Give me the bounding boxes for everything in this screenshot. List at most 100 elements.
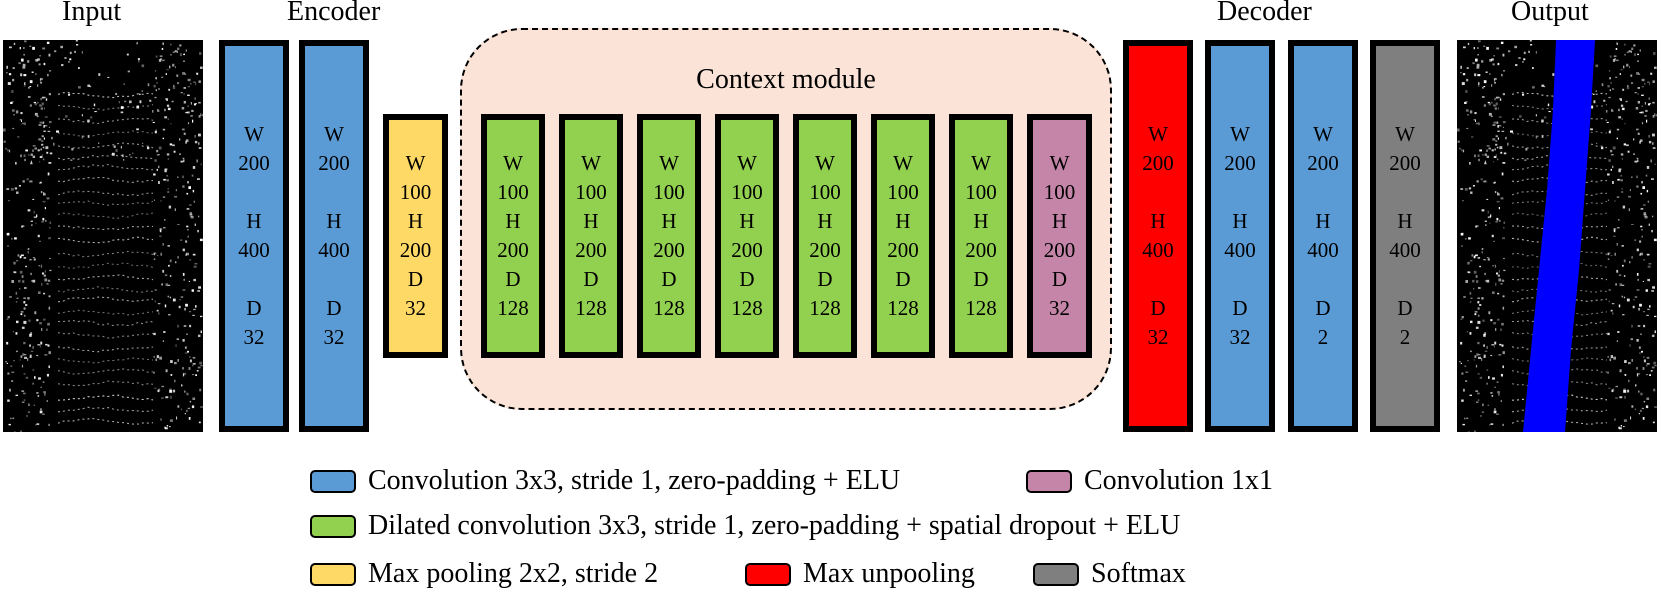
block-dim-text: W	[659, 151, 679, 175]
block-dim-text: D	[661, 267, 677, 291]
block-dim-text: 100	[809, 180, 841, 204]
block-dim-text: 100	[887, 180, 919, 204]
block-dim-text: 200	[809, 238, 841, 262]
block-dim-text: 128	[965, 296, 997, 320]
block-dim-text: D	[583, 267, 599, 291]
block-dim-text: 200	[1043, 238, 1076, 262]
block-dim-text: D	[1051, 267, 1068, 291]
output-label: Output	[1511, 0, 1589, 27]
block-dim-text: H	[583, 209, 599, 233]
block-dim-text: H	[1397, 209, 1413, 233]
block-dim-text: W	[737, 151, 757, 175]
block-dim-text: 200	[497, 238, 529, 262]
block-dim-text: 200	[1389, 151, 1421, 175]
block-dim-text: 200	[887, 238, 919, 262]
block-dim-text: 100	[497, 180, 529, 204]
encoder-label: Encoder	[287, 0, 381, 27]
block-dim-text: H	[407, 209, 424, 233]
block-dim-text: D	[973, 267, 989, 291]
block-dim-text: 100	[731, 180, 763, 204]
block-dim-text: 128	[497, 296, 529, 320]
block-dim-text: D	[1315, 296, 1331, 320]
input-label: Input	[62, 0, 122, 27]
block-dim-text: H	[1150, 209, 1166, 233]
block-dim-text: W	[1395, 122, 1415, 146]
block-dim-text: W	[815, 151, 835, 175]
block-dim-text: D	[895, 267, 911, 291]
context-module-title: Context module	[696, 64, 876, 95]
block-dim-text: 100	[965, 180, 997, 204]
block-dim-text: H	[246, 209, 262, 233]
input-image	[3, 40, 203, 432]
block-dim-text: 32	[243, 325, 265, 349]
block-dim-text: H	[326, 209, 342, 233]
block-dim-text: W	[503, 151, 523, 175]
block-dim-text: 400	[238, 238, 270, 262]
block-dim-text: 128	[887, 296, 919, 320]
block-dim-text: W	[1148, 122, 1168, 146]
legend-label-dilated: Dilated convolution 3x3, stride 1, zero-…	[368, 510, 1181, 541]
block-dim-text: 200	[318, 151, 350, 175]
block-dim-text: W	[1313, 122, 1333, 146]
block-dim-text: D	[505, 267, 521, 291]
block-dim-text: H	[661, 209, 677, 233]
legend-swatch-dilated	[310, 514, 356, 538]
block-dim-text: 100	[1043, 180, 1076, 204]
legend-label-pool: Max pooling 2x2, stride 2	[368, 558, 659, 589]
legend-label-unpool: Max unpooling	[803, 558, 975, 589]
block-dim-text: W	[893, 151, 913, 175]
block-dim-text: 32	[1147, 325, 1169, 349]
block-dim-text: 100	[653, 180, 685, 204]
block-dim-text: H	[817, 209, 833, 233]
block-dim-text: 2	[1399, 325, 1411, 349]
block-dim-text: D	[407, 267, 424, 291]
block-dim-text: W	[1230, 122, 1250, 146]
legend-label-conv: Convolution 3x3, stride 1, zero-padding …	[368, 465, 901, 496]
block-dim-text: 32	[323, 325, 345, 349]
block-dim-text: 400	[1389, 238, 1421, 262]
legend-item-pool: Max pooling 2x2, stride 2	[310, 558, 658, 590]
block-dim-text: 200	[1224, 151, 1256, 175]
block-dim-text: 128	[731, 296, 763, 320]
block-dim-text: W	[971, 151, 991, 175]
block-dim-text: 400	[1224, 238, 1256, 262]
decoder-label: Decoder	[1217, 0, 1312, 27]
block-dim-text: 100	[399, 180, 432, 204]
legend-item-conv1x1: Convolution 1x1	[1026, 465, 1273, 497]
legend-label-conv1x1: Convolution 1x1	[1084, 465, 1274, 496]
lidar-input-image	[3, 40, 203, 432]
block-dim-text: 32	[1229, 325, 1251, 349]
block-dim-text: D	[1150, 296, 1166, 320]
block-dim-text: 32	[405, 296, 426, 320]
lidar-output-image	[1457, 40, 1657, 432]
block-dim-text: D	[1232, 296, 1248, 320]
block-dim-text: 400	[318, 238, 350, 262]
block-dim-text: W	[324, 122, 344, 146]
legend-item-softmax: Softmax	[1033, 558, 1186, 590]
block-dim-text: 128	[653, 296, 685, 320]
block-dim-text: D	[246, 296, 262, 320]
legend-swatch-conv	[310, 469, 356, 493]
block-dim-text: H	[973, 209, 989, 233]
block-dim-text: H	[1051, 209, 1068, 233]
output-image	[1457, 40, 1657, 432]
block-dim-text: 100	[575, 180, 607, 204]
block-dim-text: D	[817, 267, 833, 291]
legend-swatch-conv1x1	[1026, 469, 1072, 493]
block-dim-text: W	[244, 122, 264, 146]
block-dim-text: 128	[575, 296, 607, 320]
block-dim-text: H	[895, 209, 911, 233]
block-dim-text: 128	[809, 296, 841, 320]
legend-item-unpool: Max unpooling	[745, 558, 975, 590]
